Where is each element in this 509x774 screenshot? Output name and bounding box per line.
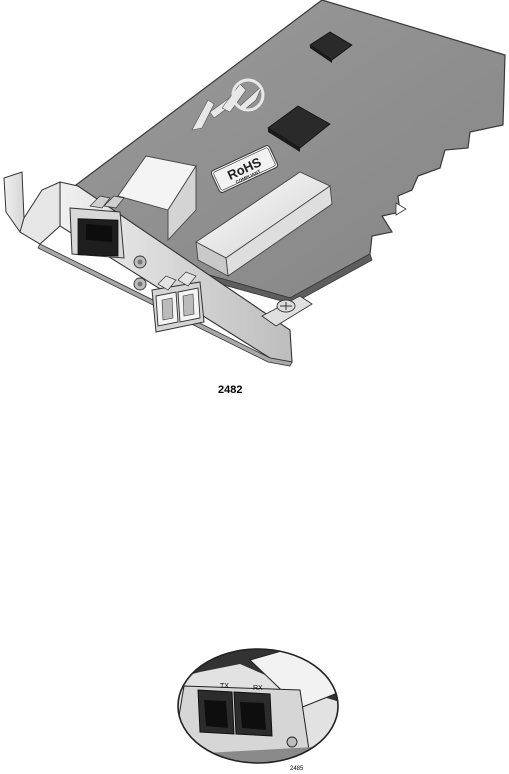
detail-rx-port (234, 692, 272, 736)
figure-label-main: 2482 (218, 384, 242, 396)
figure-label-detail: 2485 (290, 766, 303, 772)
tx-label: TX (220, 683, 229, 690)
mounting-screw (277, 300, 295, 312)
detail-status-led (287, 737, 297, 747)
rx-label: RX (253, 685, 263, 692)
detail-tx-port (198, 690, 234, 734)
network-card-illustration: RoHS COMPLIANT (0, 0, 509, 400)
